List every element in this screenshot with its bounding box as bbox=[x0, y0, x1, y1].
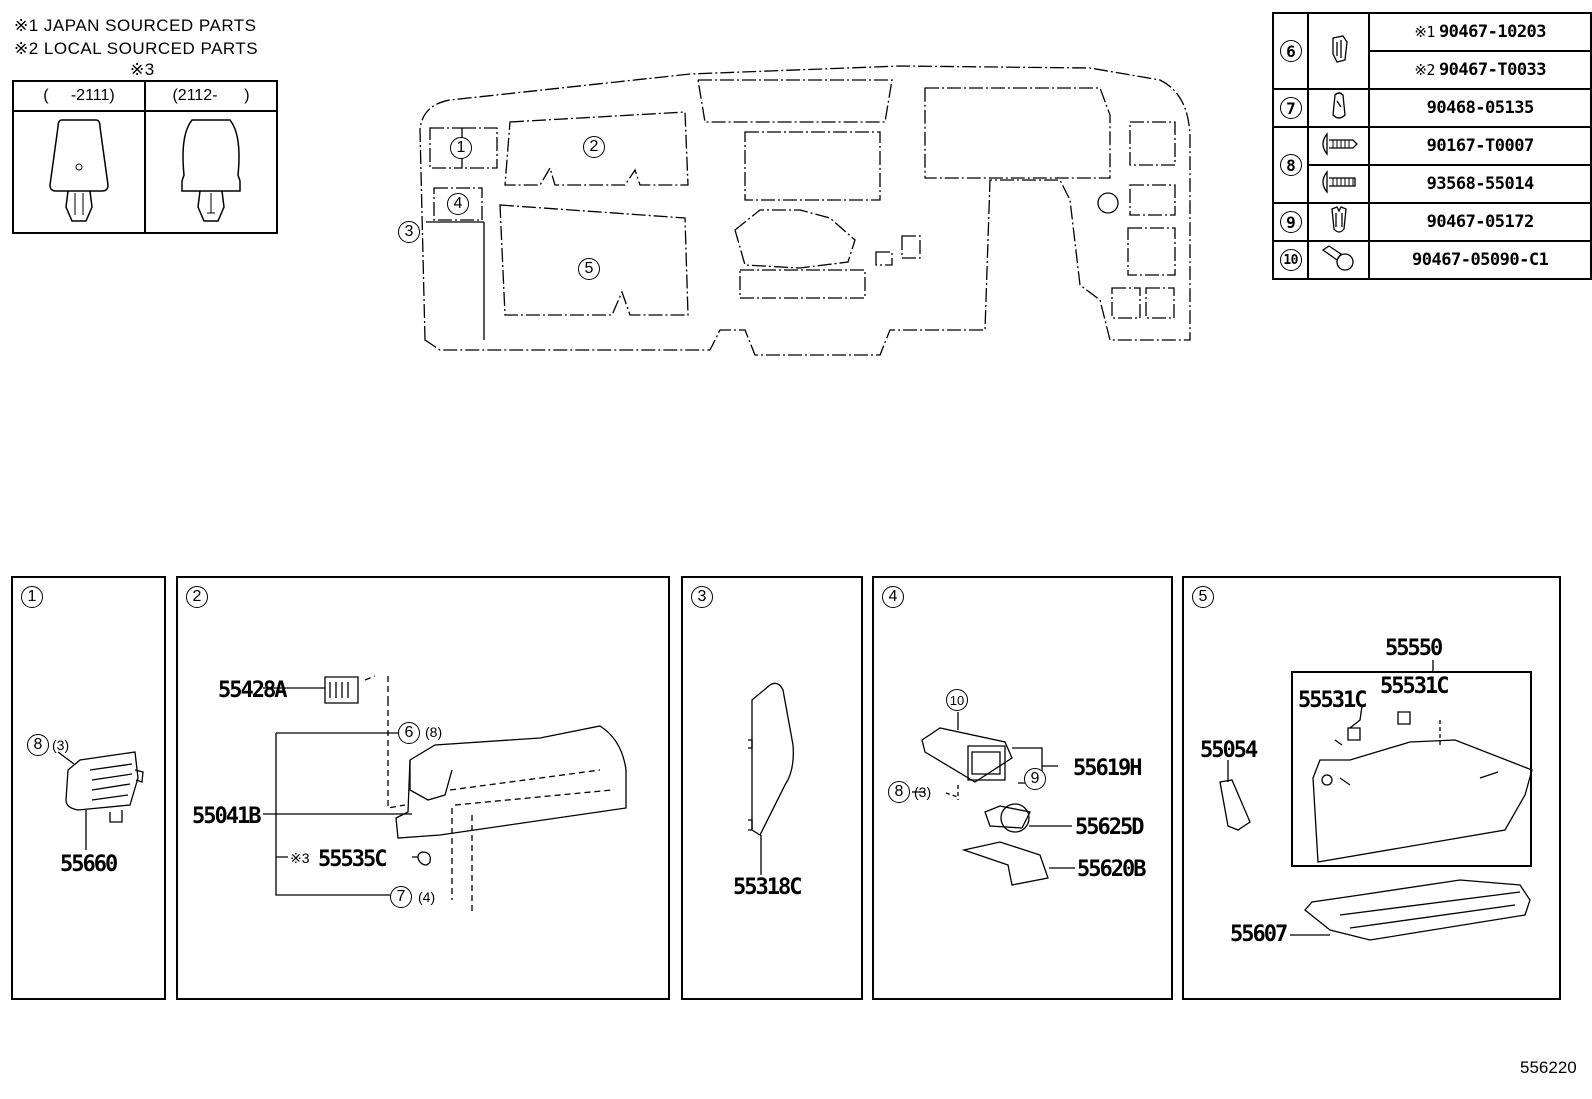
part-label-55428A: 55428A bbox=[218, 678, 287, 703]
part-label-55535C: 55535C bbox=[318, 847, 387, 872]
qty-label: (8) bbox=[425, 724, 443, 740]
panel-ref-3: 3 bbox=[691, 586, 713, 608]
part-label-55531C: 55531C bbox=[1298, 688, 1367, 713]
screw-icon bbox=[1307, 126, 1371, 166]
part-number: 90467-10203 bbox=[1438, 22, 1547, 42]
callout-7: 7 bbox=[390, 886, 412, 908]
part-number: 90167-T0007 bbox=[1368, 126, 1592, 166]
part-label-55619H: 55619H bbox=[1073, 756, 1142, 781]
part-label-55531C: 55531C bbox=[1380, 674, 1449, 699]
detail-panel-5: 5 bbox=[1182, 576, 1561, 1000]
clip-icon bbox=[1307, 12, 1371, 90]
panel-ref-1: 1 bbox=[21, 586, 43, 608]
overview-callout-1: 1 bbox=[450, 137, 472, 159]
panel-ref-5: 5 bbox=[1192, 586, 1214, 608]
japan-mark: ※1 bbox=[1414, 23, 1435, 41]
part-number: 90467-05090-C1 bbox=[1368, 240, 1592, 280]
part-number: 90468-05135 bbox=[1368, 88, 1592, 128]
overview-callout-3: 3 bbox=[398, 221, 420, 243]
part-label-55625D: 55625D bbox=[1075, 815, 1144, 840]
overview-callout-5: 5 bbox=[578, 258, 600, 280]
clip-variant-table: ( -2111) (2112- ) bbox=[12, 80, 278, 234]
panel-ref-4: 4 bbox=[882, 586, 904, 608]
callout-6: 6 bbox=[398, 722, 420, 744]
fastener-row-8a: 8 90167-T0007 bbox=[1271, 126, 1592, 204]
local-mark: ※2 bbox=[1414, 61, 1435, 79]
ref-9: 9 bbox=[1279, 211, 1302, 233]
diagram-id: 556220 bbox=[1520, 1058, 1577, 1077]
clip-cap-tapered-icon bbox=[12, 110, 146, 234]
panel-ref-2: 2 bbox=[186, 586, 208, 608]
legend-note-japan: ※1 JAPAN SOURCED PARTS bbox=[14, 16, 257, 35]
detail-panel-1: 1 bbox=[11, 576, 166, 1000]
ref-7: 7 bbox=[1279, 97, 1302, 119]
callout-9: 9 bbox=[1024, 768, 1046, 790]
side-cover-drawing bbox=[748, 682, 794, 875]
part-label-55054: 55054 bbox=[1200, 738, 1258, 763]
part-number: 90467-05172 bbox=[1368, 202, 1592, 242]
variant-range-early: ( -2111) bbox=[12, 80, 146, 112]
detail-panel-4: 4 bbox=[872, 576, 1173, 1000]
screw-icon bbox=[1307, 164, 1371, 204]
part-label-55607: 55607 bbox=[1230, 922, 1288, 947]
ash-tray-drawing bbox=[912, 712, 1075, 886]
note-3-mark: ※3 bbox=[290, 850, 310, 866]
part-label-55318C: 55318C bbox=[733, 875, 802, 900]
detail-panel-3: 3 bbox=[681, 576, 863, 1000]
overview-callout-4: 4 bbox=[447, 193, 469, 215]
lower-panel-drawing bbox=[263, 675, 627, 915]
clip-icon bbox=[1307, 88, 1371, 128]
callout-10: 10 bbox=[946, 689, 968, 711]
part-label-55620B: 55620B bbox=[1077, 857, 1146, 882]
glove-box-drawing bbox=[1219, 705, 1533, 941]
legend-note-3: ※3 bbox=[130, 60, 155, 79]
ref-8: 8 bbox=[1279, 154, 1302, 176]
fastener-row-10: 10 90467-05090-C1 bbox=[1271, 240, 1592, 280]
callout-8: 8 bbox=[27, 734, 49, 756]
detail-panel-2: 2 bbox=[176, 576, 670, 1000]
qty-label: (4) bbox=[418, 889, 436, 905]
part-label-55041B: 55041B bbox=[192, 804, 261, 829]
overview-callout-2: 2 bbox=[583, 136, 605, 158]
part-number: 93568-55014 bbox=[1368, 164, 1592, 204]
push-pin-icon bbox=[1307, 240, 1371, 280]
part-label-55550: 55550 bbox=[1385, 636, 1443, 661]
qty-label: (3) bbox=[914, 784, 932, 800]
part-number: 90467-T0033 bbox=[1438, 60, 1547, 80]
air-vent-drawing bbox=[57, 751, 144, 850]
legend-note-local: ※2 LOCAL SOURCED PARTS bbox=[14, 39, 259, 58]
fastener-row-7: 7 90468-05135 bbox=[1271, 88, 1592, 128]
clip-icon bbox=[1307, 202, 1371, 242]
clip-cap-rounded-icon bbox=[144, 110, 278, 234]
fastener-row-9: 9 90467-05172 bbox=[1271, 202, 1592, 242]
ref-6: 6 bbox=[1279, 40, 1302, 62]
variant-range-late: (2112- ) bbox=[144, 80, 278, 112]
fastener-row-8b: 93568-55014 bbox=[1273, 164, 1592, 204]
ref-10: 10 bbox=[1279, 249, 1302, 272]
part-label-55660: 55660 bbox=[60, 852, 118, 877]
qty-label: (3) bbox=[52, 737, 70, 753]
callout-8: 8 bbox=[888, 781, 910, 803]
